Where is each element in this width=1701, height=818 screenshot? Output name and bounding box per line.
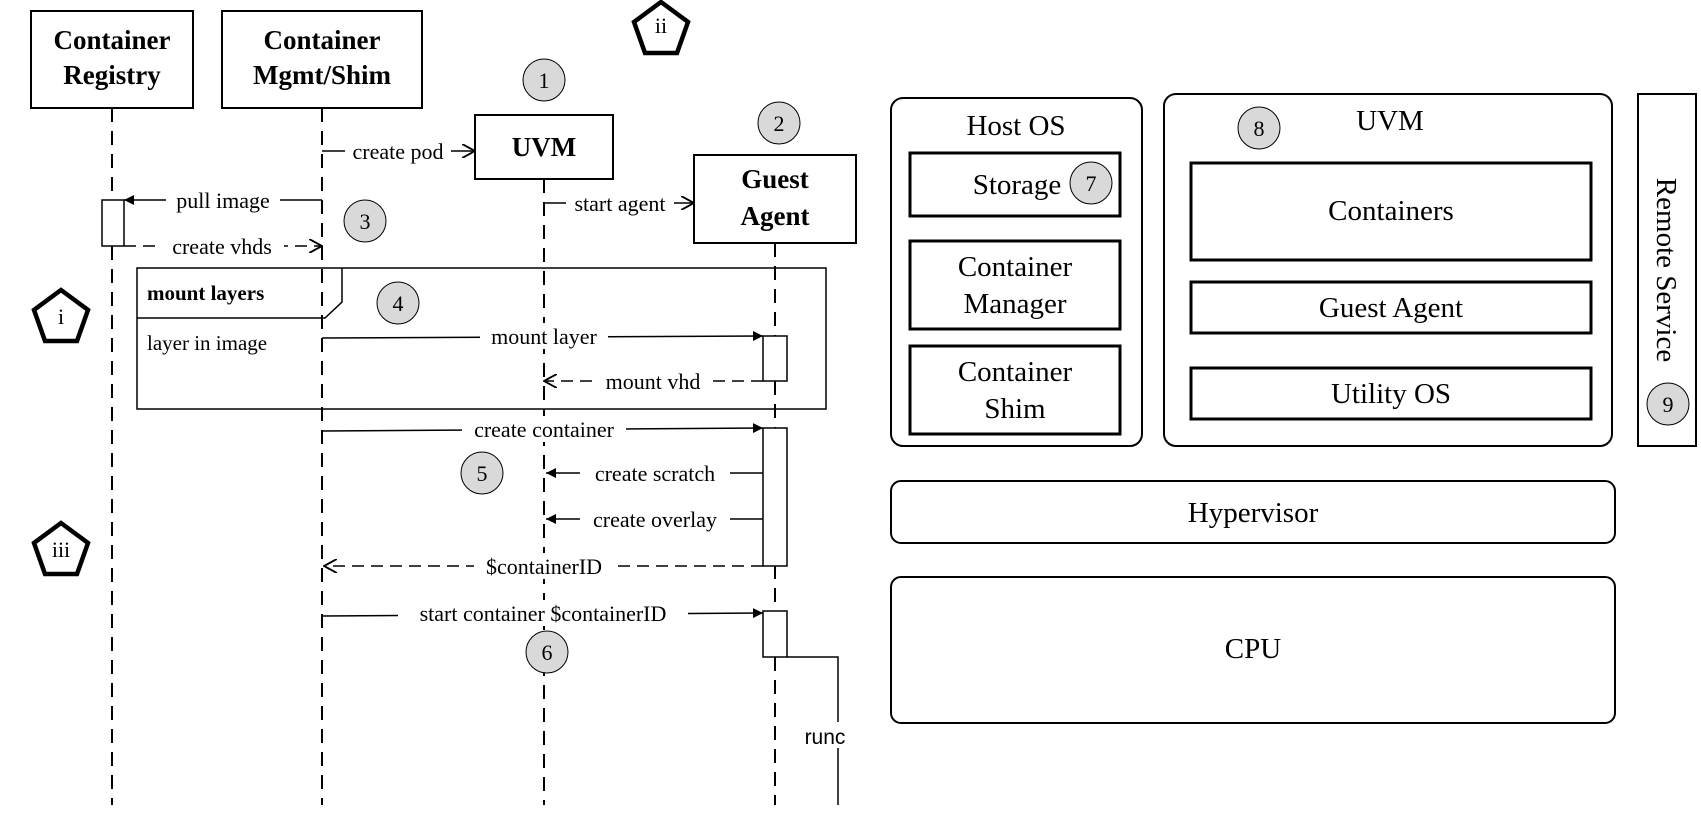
svg-text:5: 5: [477, 461, 488, 486]
remote-service-panel: Remote Service: [1637, 93, 1697, 447]
registry-label-line2: Registry: [63, 60, 161, 90]
phase-marker-i: i: [31, 287, 91, 344]
host-os-panel: Host OS Storage Container Manager Contai…: [890, 97, 1143, 447]
svg-text:3: 3: [360, 209, 371, 234]
agent-activation-start: [762, 610, 788, 658]
svg-text:8: 8: [1254, 116, 1265, 141]
runc-line: [787, 656, 839, 805]
agent-label-line2: Agent: [741, 201, 810, 231]
agent-activation-create: [762, 427, 788, 567]
phase-marker-ii: ii: [631, 0, 691, 56]
host-os-title: Host OS: [966, 110, 1065, 142]
message-create-pod: create pod: [322, 138, 475, 164]
uvm-label: UVM: [512, 132, 576, 162]
message-create-scratch: create scratch: [546, 460, 763, 486]
step-marker-4: 4: [376, 281, 420, 325]
svg-text:i: i: [58, 304, 64, 329]
hypervisor-label: Hypervisor: [1188, 497, 1319, 529]
message-create-overlay: create overlay: [546, 506, 763, 532]
guest-agent-label: Guest Agent: [1319, 292, 1463, 324]
svg-text:iii: iii: [52, 537, 70, 562]
cpu-panel: CPU: [890, 576, 1616, 724]
phase-marker-iii: iii: [31, 520, 91, 577]
create-container-label: create container: [474, 417, 615, 442]
storage-label: Storage: [973, 169, 1062, 201]
utility-os-label: Utility OS: [1331, 378, 1451, 410]
step-marker-9: 9: [1646, 382, 1690, 426]
step-marker-2: 2: [757, 101, 801, 145]
message-container-id: $containerID: [324, 553, 763, 579]
agent-activation-mount: [762, 335, 788, 382]
create-overlay-label: create overlay: [593, 507, 717, 532]
message-create-vhds: create vhds: [124, 233, 322, 259]
container-shim-label-line1: Container: [958, 356, 1073, 388]
uvm-title: UVM: [1356, 105, 1424, 137]
message-start-agent: start agent: [544, 190, 694, 216]
container-manager-label-line2: Manager: [963, 288, 1066, 320]
registry-activation: [101, 199, 125, 247]
svg-text:7: 7: [1086, 171, 1097, 196]
container-manager-box: [908, 239, 1122, 331]
uvm-panel: UVM Containers Guest Agent Utility OS: [1163, 93, 1613, 447]
create-pod-label: create pod: [353, 139, 444, 164]
step-marker-5: 5: [460, 451, 504, 495]
containers-box: [1189, 161, 1593, 262]
create-scratch-label: create scratch: [595, 461, 715, 486]
start-agent-label: start agent: [574, 191, 665, 216]
svg-text:ii: ii: [655, 13, 667, 38]
svg-text:9: 9: [1663, 392, 1674, 417]
remote-service-label: Remote Service: [1650, 178, 1682, 362]
registry-label-line1: Container: [54, 25, 171, 55]
agent-label-line1: Guest: [741, 164, 809, 194]
utility-os-box: [1189, 366, 1593, 421]
lifeline-registry: Container Registry: [30, 10, 194, 805]
loop-frame-guard: layer in image: [147, 331, 267, 355]
mount-vhd-label: mount vhd: [606, 369, 701, 394]
svg-text:4: 4: [393, 291, 404, 316]
step-marker-6: 6: [525, 630, 569, 674]
container-id-label: $containerID: [486, 554, 602, 579]
start-container-label: start container $containerID: [420, 601, 667, 626]
step-marker-3: 3: [343, 199, 387, 243]
hypervisor-panel: Hypervisor: [890, 480, 1616, 544]
container-manager-label-line1: Container: [958, 251, 1073, 283]
create-vhds-label: create vhds: [172, 234, 272, 259]
runc-label: runc: [805, 726, 846, 749]
container-shim-label-line2: Shim: [984, 393, 1046, 425]
loop-frame: mount layers layer in image: [136, 267, 827, 410]
lifeline-mgmt: Container Mgmt/Shim: [221, 10, 423, 805]
svg-text:2: 2: [774, 111, 785, 136]
step-marker-1: 1: [522, 58, 566, 102]
message-mount-layer: mount layer: [321, 323, 764, 349]
mount-layer-label: mount layer: [491, 324, 597, 349]
cpu-label: CPU: [1225, 633, 1281, 665]
container-shim-box: [908, 344, 1122, 436]
step-marker-7: 7: [1069, 161, 1113, 205]
message-pull-image: pull image: [124, 187, 322, 213]
pull-image-label: pull image: [176, 188, 269, 213]
message-mount-vhd: mount vhd: [544, 368, 763, 394]
guest-agent-box: [1189, 280, 1593, 335]
svg-text:1: 1: [539, 68, 550, 93]
loop-frame-title: mount layers: [147, 281, 264, 305]
svg-text:6: 6: [542, 640, 553, 665]
step-marker-8: 8: [1237, 106, 1281, 150]
mgmt-label-line1: Container: [264, 25, 381, 55]
message-create-container: create container: [321, 416, 764, 442]
message-start-container: start container $containerID: [321, 600, 764, 626]
containers-label: Containers: [1328, 195, 1454, 227]
mgmt-label-line2: Mgmt/Shim: [253, 60, 392, 90]
